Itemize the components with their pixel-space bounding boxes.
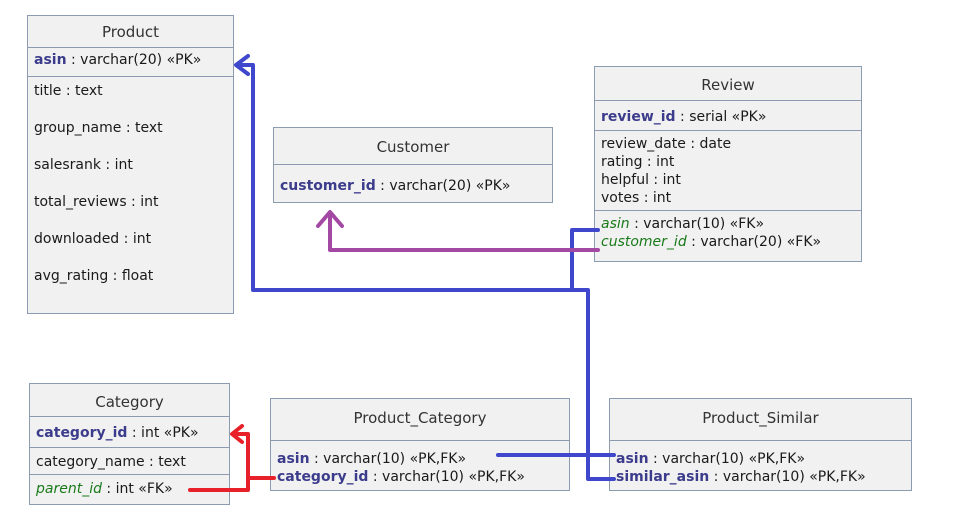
review-attr-rating: rating : int xyxy=(601,154,675,170)
product-pk-name: asin xyxy=(34,52,67,68)
product-attr-group-name: group_name : text xyxy=(34,120,163,136)
product-attr-avg-rating: avg_rating : float xyxy=(34,268,154,284)
review-attr-votes: votes : int xyxy=(601,190,672,206)
product-category-title: Product_Category xyxy=(271,399,569,441)
customer-entity[interactable]: Customer customer_id : varchar(20) «PK» xyxy=(273,127,553,203)
category-title: Category xyxy=(30,384,229,417)
product-category-key-category-row: category_id : varchar(10) «PK,FK» xyxy=(271,468,569,486)
product-similar-key-similar-name: similar_asin xyxy=(616,469,710,485)
category-fk-parent-type: : int «FK» xyxy=(101,481,173,497)
product-category-key-category-name: category_id xyxy=(277,469,369,485)
customer-title: Customer xyxy=(274,128,552,165)
category-fk-parent-row: parent_id : int «FK» xyxy=(30,480,229,498)
review-fk-asin-name: asin xyxy=(601,216,630,232)
customer-pk-name: customer_id xyxy=(280,178,376,194)
product-category-key-asin-type: : varchar(10) «PK,FK» xyxy=(309,451,467,467)
product-similar-key-asin-row: asin : varchar(10) «PK,FK» xyxy=(610,450,911,468)
review-pk-name: review_id xyxy=(601,109,676,125)
customer-pk-row: customer_id : varchar(20) «PK» xyxy=(274,177,552,195)
product-pk-type: : varchar(20) «PK» xyxy=(66,52,202,68)
category-fk-parent-name: parent_id xyxy=(36,481,102,497)
product-similar-key-asin-name: asin xyxy=(616,451,649,467)
product-similar-title: Product_Similar xyxy=(610,399,911,441)
category-entity[interactable]: Category category_id : int «PK» category… xyxy=(29,383,230,505)
purple-arrow-head-icon xyxy=(316,210,344,228)
product-similar-key-similar-type: : varchar(10) «PK,FK» xyxy=(709,469,866,485)
review-title: Review xyxy=(595,67,861,101)
product-attr-total-reviews: total_reviews : int xyxy=(34,194,159,210)
review-pk-type: : serial «PK» xyxy=(675,109,767,125)
product-category-entity[interactable]: Product_Category asin : varchar(10) «PK,… xyxy=(270,398,570,491)
review-entity[interactable]: Review review_id : serial «PK» review_da… xyxy=(594,66,862,262)
product-attr-title: title : text xyxy=(34,83,103,99)
category-pk-row: category_id : int «PK» xyxy=(30,424,229,442)
customer-pk-type: : varchar(20) «PK» xyxy=(375,178,511,194)
review-fk-customer-name: customer_id xyxy=(601,234,687,250)
review-attr-review-date: review_date : date xyxy=(601,136,732,152)
review-fk-customer-row: customer_id : varchar(20) «FK» xyxy=(595,233,861,251)
product-category-key-asin-name: asin xyxy=(277,451,310,467)
category-pk-type: : int «PK» xyxy=(127,425,199,441)
red-arrow-head-icon xyxy=(230,424,244,444)
product-pk-row: asin : varchar(20) «PK» xyxy=(28,51,233,69)
product-similar-key-asin-type: : varchar(10) «PK,FK» xyxy=(648,451,806,467)
product-category-key-category-type: : varchar(10) «PK,FK» xyxy=(368,469,525,485)
product-entity[interactable]: Product asin : varchar(20) «PK» title : … xyxy=(27,15,234,314)
review-fk-asin-type: : varchar(10) «FK» xyxy=(629,216,765,232)
product-category-key-asin-row: asin : varchar(10) «PK,FK» xyxy=(271,450,569,468)
product-attr-salesrank: salesrank : int xyxy=(34,157,133,173)
blue-arrow-head-icon xyxy=(234,54,250,76)
product-title: Product xyxy=(28,16,233,48)
review-attr-helpful: helpful : int xyxy=(601,172,681,188)
category-attr-name: category_name : text xyxy=(36,454,186,470)
review-pk-row: review_id : serial «PK» xyxy=(595,108,861,126)
purple-link-customer xyxy=(328,211,600,252)
product-similar-entity[interactable]: Product_Similar asin : varchar(10) «PK,F… xyxy=(609,398,912,491)
product-attr-downloaded: downloaded : int xyxy=(34,231,152,247)
review-fk-asin-row: asin : varchar(10) «FK» xyxy=(595,215,861,233)
product-similar-key-similar-row: similar_asin : varchar(10) «PK,FK» xyxy=(610,468,911,486)
review-fk-customer-type: : varchar(20) «FK» xyxy=(686,234,822,250)
category-pk-name: category_id xyxy=(36,425,128,441)
